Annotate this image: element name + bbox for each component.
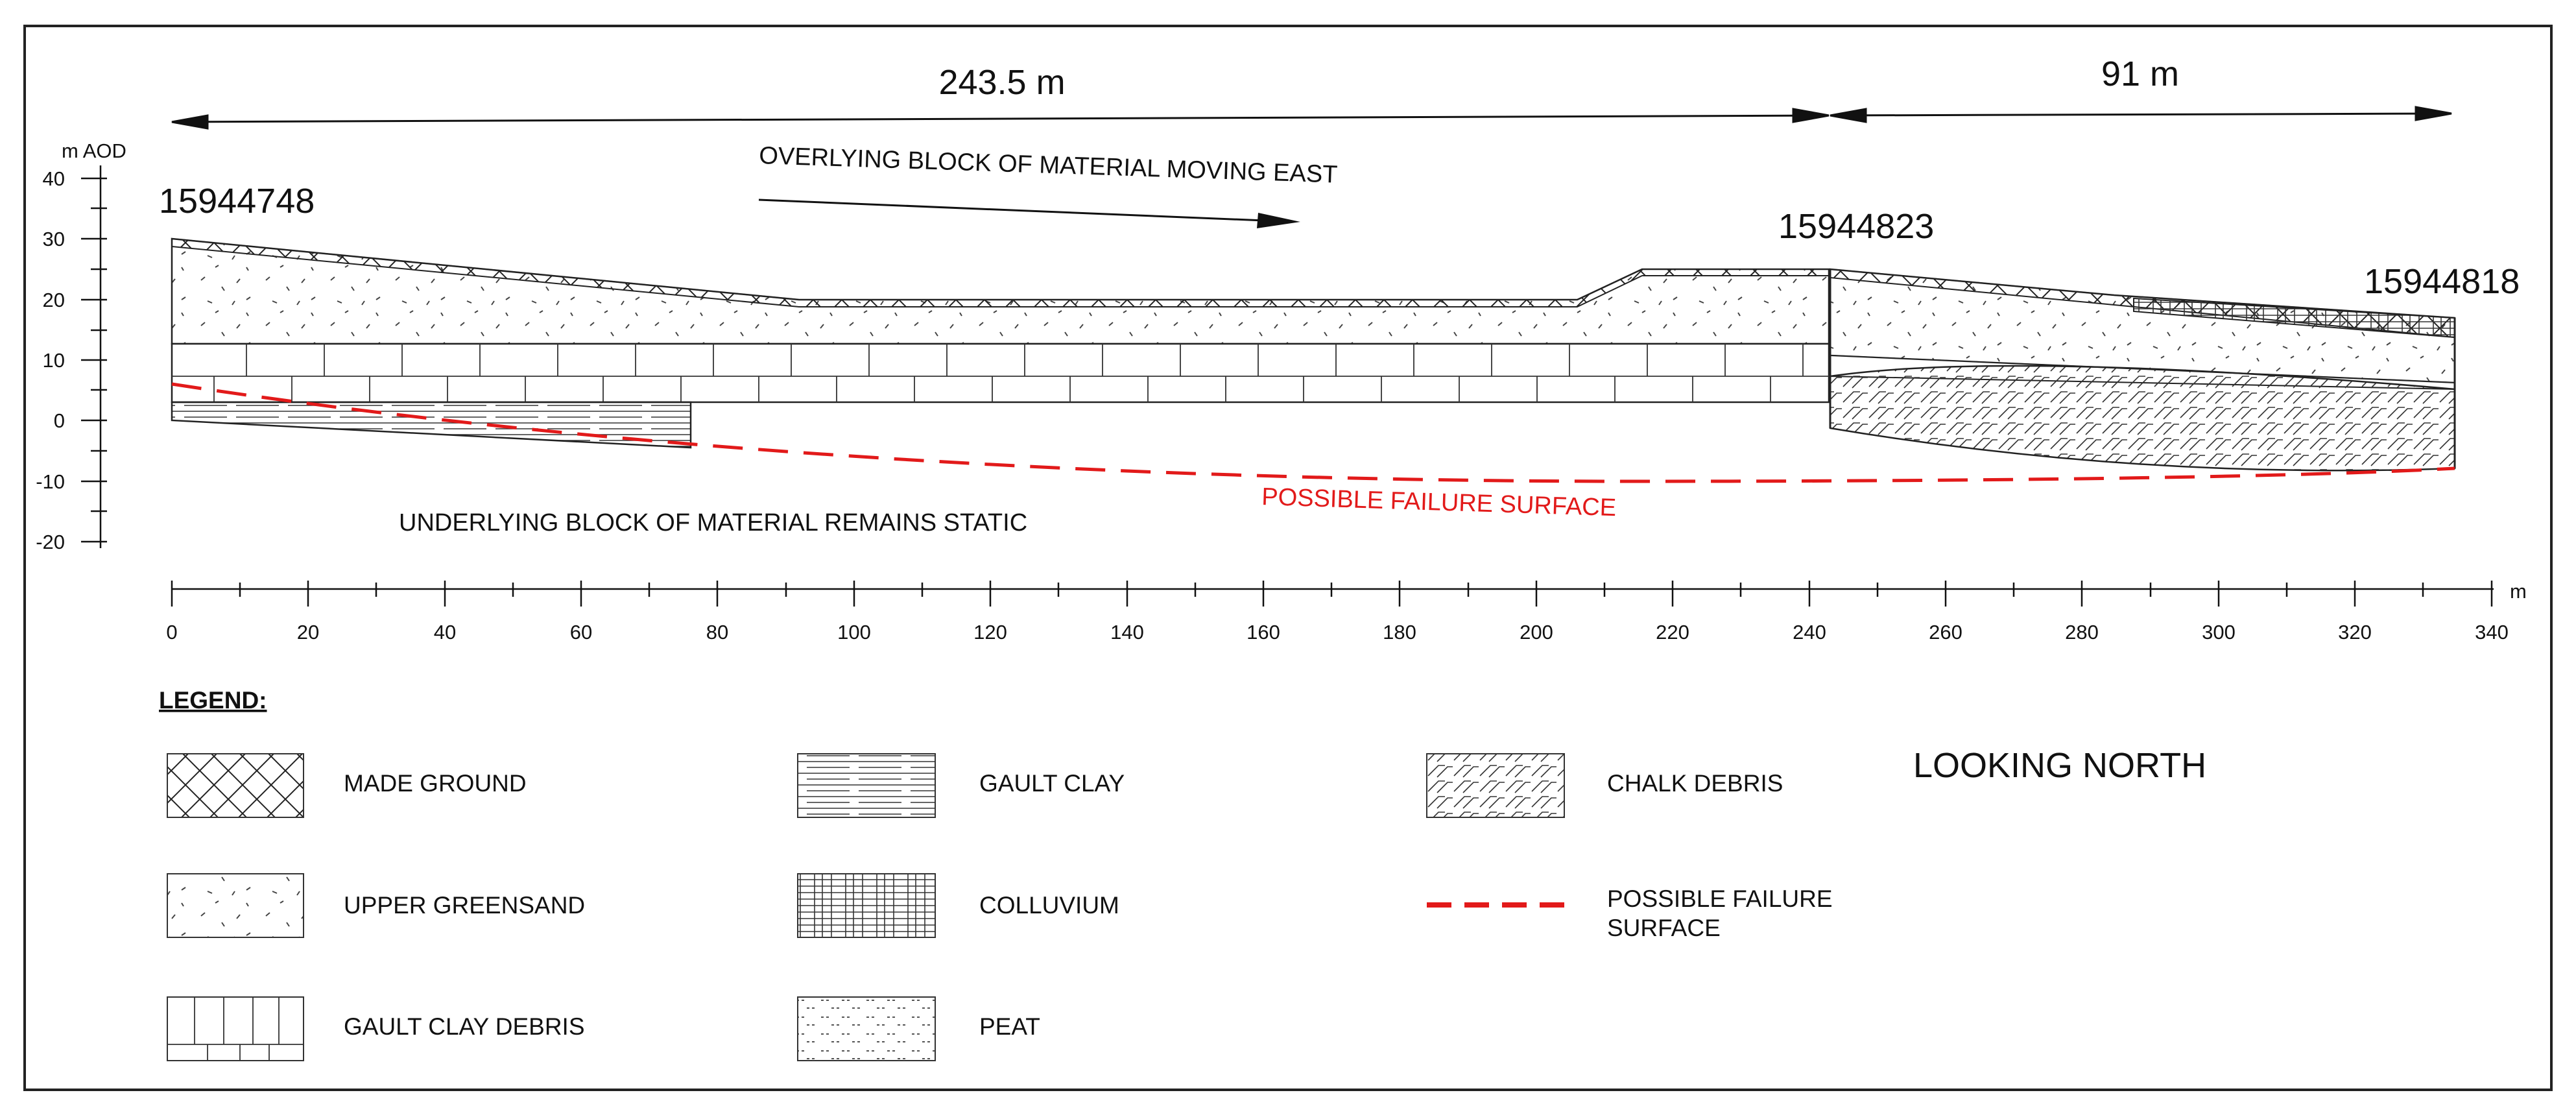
x-tick-label: 200 — [1520, 621, 1553, 644]
legend-item-upper-greensand: UPPER GREENSAND — [167, 873, 585, 938]
section-left-strata — [171, 237, 1830, 449]
x-tick-label: 140 — [1110, 621, 1144, 644]
borehole-label-left: 15944748 — [159, 182, 315, 221]
x-tick-label: 340 — [2475, 621, 2509, 644]
drawing-frame — [23, 25, 2553, 1091]
x-tick-label: 280 — [2065, 621, 2099, 644]
chalk-debris-swatch — [1426, 753, 1565, 818]
made-ground-swatch — [167, 753, 304, 818]
y-tick-label: -20 — [36, 531, 65, 553]
gault-clay-debris-blocks — [172, 344, 1829, 402]
x-tick-label: 160 — [1246, 621, 1280, 644]
legend-item-failure-surface: POSSIBLE FAILURE SURFACE — [1427, 885, 1833, 941]
chalk-debris-layer — [1829, 365, 2456, 472]
legend-label: UPPER GREENSAND — [344, 892, 585, 919]
gault-clay-debris-swatch — [167, 996, 304, 1061]
y-tick-label: 30 — [43, 228, 65, 250]
y-tick-label: -10 — [36, 470, 65, 493]
movement-arrow — [758, 199, 1300, 228]
upper-greensand-layer — [171, 237, 1830, 345]
legend-label: MADE GROUND — [344, 770, 527, 797]
legend-label: GAULT CLAY — [979, 770, 1125, 797]
legend-label-line2: SURFACE — [1607, 915, 1721, 941]
gault-clay-swatch — [797, 753, 936, 818]
legend-label: PEAT — [979, 1013, 1040, 1040]
overlying-block-label: OVERLYING BLOCK OF MATERIAL MOVING EAST — [759, 142, 1338, 189]
legend-label: CHALK DEBRIS — [1607, 770, 1783, 797]
possible-failure-surface-line — [171, 382, 2455, 483]
borehole-label-right: 15944818 — [2364, 262, 2520, 301]
legend-item-gault-clay-debris: GAULT CLAY DEBRIS — [167, 996, 585, 1061]
x-tick-label: 0 — [166, 621, 177, 644]
upper-greensand-swatch — [167, 873, 304, 938]
x-tick-label: 40 — [434, 621, 456, 644]
legend: LEGEND: MADE GROUND UPPER GREENSAND GAUL… — [159, 687, 1833, 1061]
y-tick-label: 10 — [43, 349, 65, 372]
made-ground-layer — [171, 237, 1830, 307]
x-tick-label: 60 — [570, 621, 592, 644]
y-tick-label: 20 — [43, 289, 65, 311]
view-direction-label: LOOKING NORTH — [1913, 746, 2206, 785]
dimension-right-label: 91 m — [2101, 54, 2179, 93]
y-axis-unit: m AOD — [62, 139, 126, 162]
dimension-lines — [171, 106, 2452, 130]
legend-label: POSSIBLE FAILURE — [1607, 885, 1833, 912]
legend-item-gault-clay: GAULT CLAY — [797, 753, 1125, 818]
legend-label: COLLUVIUM — [979, 892, 1119, 919]
peat-swatch — [797, 996, 936, 1061]
gault-clay-debris-layer — [171, 343, 1830, 403]
colluvium-swatch — [797, 873, 936, 938]
x-tick-label: 80 — [706, 621, 728, 644]
x-axis-unit: m — [2510, 580, 2527, 603]
legend-title: LEGEND: — [159, 687, 267, 714]
gault-clay-layer — [171, 401, 692, 449]
legend-item-chalk-debris: CHALK DEBRIS — [1426, 753, 1783, 818]
borehole-label-middle: 15944823 — [1778, 207, 1934, 246]
x-tick-label: 300 — [2202, 621, 2236, 644]
x-tick-label: 120 — [973, 621, 1007, 644]
legend-item-colluvium: COLLUVIUM — [797, 873, 1119, 938]
x-tick-labels: 0 20 40 60 80 100 120 140 160 180 200 22… — [166, 621, 2508, 644]
x-tick-label: 220 — [1656, 621, 1689, 644]
dimension-left-label: 243.5 m — [938, 63, 1065, 102]
x-tick-label: 20 — [297, 621, 319, 644]
legend-item-peat: PEAT — [797, 996, 1040, 1061]
section-right-strata — [1829, 268, 2456, 472]
x-tick-label: 320 — [2338, 621, 2372, 644]
x-tick-label: 240 — [1793, 621, 1826, 644]
y-tick-label: 40 — [43, 167, 65, 190]
x-axis — [171, 581, 2494, 607]
x-tick-label: 180 — [1383, 621, 1416, 644]
legend-item-made-ground: MADE GROUND — [167, 753, 527, 818]
failure-surface-label: POSSIBLE FAILURE SURFACE — [1261, 483, 1617, 522]
x-tick-label: 260 — [1929, 621, 1962, 644]
underlying-block-label: UNDERLYING BLOCK OF MATERIAL REMAINS STA… — [399, 509, 1027, 536]
y-axis — [81, 165, 107, 548]
x-tick-label: 100 — [837, 621, 871, 644]
y-tick-label: 0 — [54, 409, 65, 432]
legend-label: GAULT CLAY DEBRIS — [344, 1013, 585, 1040]
